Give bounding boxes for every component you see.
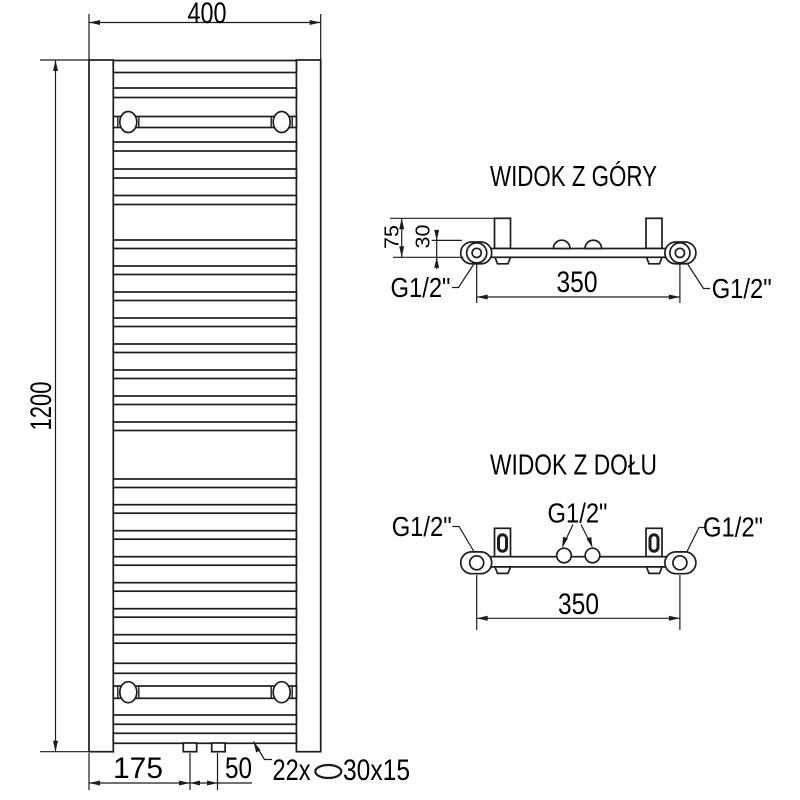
tube-count-label: 22x xyxy=(273,754,311,787)
thread-left-label: G1/2" xyxy=(392,511,452,542)
front-view: 400 1200 xyxy=(25,0,410,790)
bottom-view-title: WIDOK Z DOŁU xyxy=(490,450,657,482)
center-connection-hump xyxy=(584,239,603,250)
bottom-connection-stub xyxy=(182,742,198,753)
oval-profile-icon xyxy=(314,763,343,780)
right-collector-rail xyxy=(295,59,322,753)
bracket-foot xyxy=(493,256,512,265)
top-view-title: WIDOK Z GÓRY xyxy=(490,160,657,193)
thread-hole xyxy=(471,247,483,259)
dim-spacing-label: 50 xyxy=(225,752,252,785)
thread-callout-left-bottom: G1/2" xyxy=(392,511,476,553)
dim-mount-spacing-label: 350 xyxy=(557,266,598,299)
bracket-foot xyxy=(645,256,664,265)
dim-width-400: 400 xyxy=(88,0,322,60)
dim-bottom-connections: 175 50 xyxy=(88,752,252,790)
thread-callout-left-top: G1/2" xyxy=(391,262,476,303)
dim-mount-spacing-label: 350 xyxy=(558,588,599,621)
dim-height-1200: 1200 xyxy=(25,59,89,753)
wall-anchor xyxy=(645,217,663,250)
center-connection xyxy=(584,547,601,564)
wall-anchor xyxy=(493,217,512,250)
anchor-screw-slot xyxy=(497,533,508,553)
dim-width-label: 400 xyxy=(188,0,227,30)
dim-depth-label: 75 xyxy=(382,225,404,249)
bracket-clamps-front xyxy=(117,110,293,704)
thread-callout-right-top: G1/2" xyxy=(686,262,772,304)
bottom-connection-stub xyxy=(210,742,226,753)
thread-right-label: G1/2" xyxy=(712,273,772,304)
dim-tube-depth-label: 30 xyxy=(413,225,435,249)
radiator-body xyxy=(88,59,322,753)
dim-tube-depth-30: 30 xyxy=(413,225,462,269)
center-connection xyxy=(555,547,573,564)
thread-connection xyxy=(468,554,485,571)
tube-size-label: 30x15 xyxy=(343,754,410,787)
dim-offset-label: 175 xyxy=(113,752,163,785)
dim-mount-spacing-bottom: 350 xyxy=(476,575,681,630)
left-collector-rail xyxy=(88,59,115,753)
thread-right-label: G1/2" xyxy=(703,512,763,543)
top-view: WIDOK Z GÓRY 75 xyxy=(382,160,772,304)
bracket-circle xyxy=(272,680,292,704)
bracket-foot xyxy=(645,566,664,575)
thread-hole xyxy=(674,247,686,259)
top-tube-bar xyxy=(462,247,695,259)
dim-depth-75: 75 xyxy=(382,218,464,258)
tube-spec-callout: 22x 30x15 xyxy=(252,741,410,787)
anchor-screw-slot xyxy=(648,533,660,553)
dim-height-label: 1200 xyxy=(25,382,58,431)
bracket-foot xyxy=(493,566,512,575)
thread-center-label: G1/2" xyxy=(548,498,608,529)
bracket-circle xyxy=(118,680,138,704)
bottom-view: WIDOK Z DOŁU G1/2" G1/2" xyxy=(392,450,763,630)
thread-connection xyxy=(672,554,688,571)
thread-left-label: G1/2" xyxy=(391,272,451,303)
radiator-tubes xyxy=(112,59,298,745)
bracket-circle xyxy=(118,110,138,134)
thread-callout-right-bottom: G1/2" xyxy=(685,512,763,553)
center-connection-hump xyxy=(552,239,571,250)
bracket-circle xyxy=(272,110,292,134)
dim-mount-spacing-top: 350 xyxy=(476,264,681,303)
thread-callout-center-bottom: G1/2" xyxy=(548,498,608,548)
bottom-tube-bar xyxy=(462,555,695,568)
